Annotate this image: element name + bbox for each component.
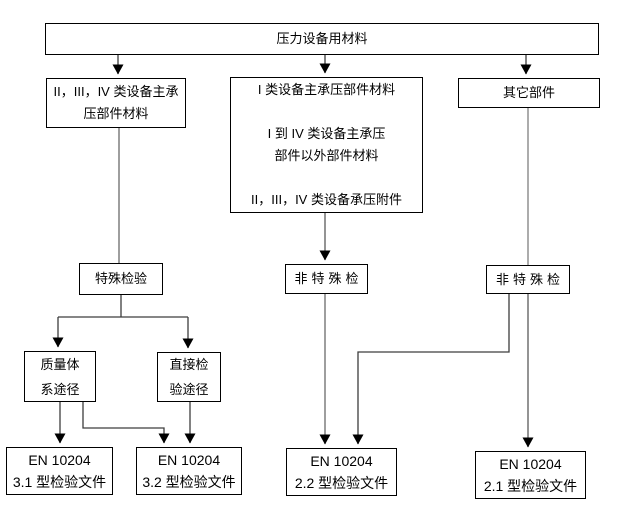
node-non-special-inspection-right: 非特殊检	[486, 265, 570, 294]
node-special-inspection: 特殊检验	[79, 263, 163, 295]
node-quality-system-route: 质量体 系途径	[24, 351, 96, 402]
node-en10204-type-3-1-document: EN 10204 3.1 型检验文件	[6, 447, 113, 495]
node-class-1-and-other-parts-materials: I 类设备主承压部件材料 I 到 IV 类设备主承压 部件以外部件材料 II，I…	[230, 77, 423, 213]
node-pressure-equipment-materials: 压力设备用材料	[45, 23, 599, 55]
node-other-parts: 其它部件	[458, 78, 600, 108]
node-direct-inspection-route: 直接检 验途径	[157, 352, 221, 402]
node-en10204-type-3-2-document: EN 10204 3.2 型检验文件	[136, 447, 242, 495]
node-en10204-type-2-2-document: EN 10204 2.2 型检验文件	[286, 448, 397, 496]
node-en10204-type-2-1-document: EN 10204 2.1 型检验文件	[475, 451, 586, 499]
edge-quality-to-en32	[82, 402, 170, 444]
edge-nonspec-right-to-en22	[352, 294, 510, 445]
node-class-2-3-4-main-pressure-parts: II，III，IV 类设备主承 压部件材料	[46, 78, 186, 128]
node-non-special-inspection-middle: 非特殊检	[285, 264, 368, 294]
